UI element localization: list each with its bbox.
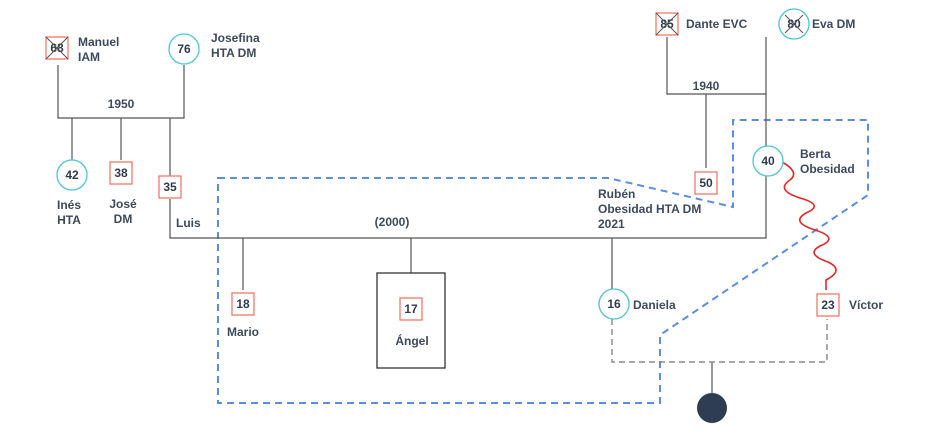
- ruben-age: 50: [699, 176, 713, 190]
- person-daniela: 16 Daniela: [598, 288, 676, 320]
- person-jose: 38 José DM: [109, 161, 137, 226]
- person-berta: 40 Berta Obesidad: [752, 145, 855, 177]
- jose-male-square: [109, 161, 133, 185]
- ruben-condition: Obesidad HTA DM: [598, 202, 701, 216]
- victor-name: Víctor: [849, 298, 883, 312]
- victor-age: 23: [821, 298, 835, 312]
- person-victor: 23 Víctor: [816, 293, 883, 317]
- person-manuel: 68 Manuel IAM: [45, 35, 119, 64]
- luis-age: 35: [163, 180, 177, 194]
- manuel-condition: IAM: [78, 50, 100, 64]
- dante-deceased-cross: [655, 12, 679, 36]
- ruben-year: 2021: [598, 217, 625, 231]
- person-josefina: 76 Josefina HTA DM: [168, 31, 260, 65]
- mario-name: Mario: [227, 325, 259, 339]
- berta-female-circle: [752, 145, 784, 177]
- person-luis: 35 Luis: [158, 175, 201, 230]
- angel-age: 17: [404, 302, 418, 316]
- luis-berta-year: (2000): [375, 215, 410, 229]
- eva-name: Eva DM: [812, 17, 855, 31]
- josefina-female-circle: [168, 33, 200, 65]
- daniela-age: 16: [607, 297, 621, 311]
- berta-condition: Obesidad: [800, 162, 855, 176]
- person-angel: 17 Ángel: [395, 297, 429, 348]
- person-ines: 42 Inés HTA: [56, 159, 88, 227]
- luis-name: Luis: [176, 216, 201, 230]
- pregnancy-node: [697, 393, 727, 423]
- person-ruben: 50 Rubén Obesidad HTA DM 2021: [598, 171, 718, 231]
- angel-male-square: [399, 297, 423, 321]
- josefina-condition: HTA DM: [211, 46, 256, 60]
- josefina-name: Josefina: [211, 31, 260, 45]
- manuel-name: Manuel: [78, 35, 119, 49]
- mario-age: 18: [236, 297, 250, 311]
- dante-name: Dante EVC: [686, 17, 748, 31]
- conflict-line: [781, 161, 837, 290]
- person-mario: 18 Mario: [227, 292, 259, 339]
- relationship-lines: [57, 37, 767, 393]
- ines-condition: HTA: [57, 213, 81, 227]
- victor-male-square: [816, 293, 840, 317]
- daniela-female-circle: [598, 288, 630, 320]
- manuel-deceased-cross: [45, 36, 69, 60]
- luis-berta-union-line: [169, 176, 767, 239]
- daniela-name: Daniela: [633, 298, 676, 312]
- person-eva: 80 Eva DM: [778, 8, 855, 40]
- daniela-victor-union-line: [611, 319, 828, 363]
- mario-male-square: [231, 292, 255, 316]
- ruben-male-square: [694, 171, 718, 195]
- dante-eva-year: 1940: [693, 79, 720, 93]
- jose-name: José: [109, 197, 137, 211]
- berta-age: 40: [761, 154, 775, 168]
- manuel-josefina-year: 1950: [108, 97, 135, 111]
- angel-name: Ángel: [395, 333, 428, 348]
- ines-name: Inés: [57, 198, 81, 212]
- jose-age: 38: [114, 166, 128, 180]
- berta-name: Berta: [800, 147, 831, 161]
- josefina-age: 76: [177, 42, 191, 56]
- luis-male-square: [158, 175, 182, 199]
- eva-deceased-cross: [784, 14, 804, 34]
- ruben-name: Rubén: [598, 187, 635, 201]
- ines-age: 42: [65, 168, 79, 182]
- person-dante: 85 Dante EVC: [655, 12, 748, 36]
- dante-eva-union-line: [666, 37, 767, 95]
- ines-female-circle: [56, 159, 88, 191]
- jose-condition: DM: [114, 212, 133, 226]
